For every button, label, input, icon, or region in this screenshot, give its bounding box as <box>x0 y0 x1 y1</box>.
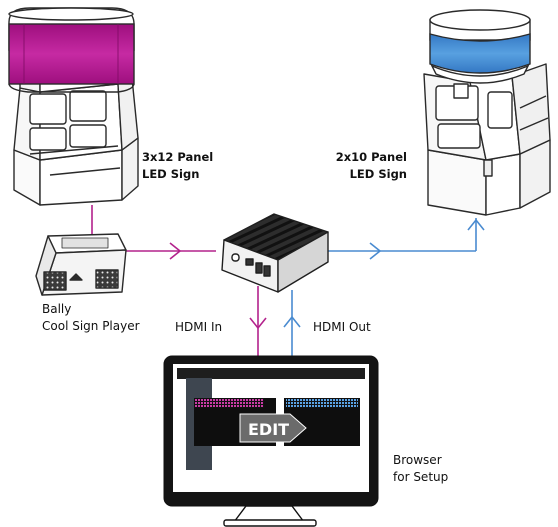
pc-to-sign-arrow <box>369 242 382 260</box>
player-label: Bally Cool Sign Player <box>42 301 140 335</box>
browser-label-line1: Browser <box>393 453 442 467</box>
mini-pc-device <box>221 213 329 293</box>
player-label-line1: Bally <box>42 302 72 316</box>
left-sign-label-line1: 3x12 Panel <box>142 150 214 164</box>
player-label-line2: Cool Sign Player <box>42 319 140 333</box>
edit-label: EDIT <box>248 420 289 439</box>
hdmi-in-label: HDMI In <box>175 320 223 334</box>
hdmi-in-arrow <box>249 317 267 330</box>
browser-label: Browser for Setup <box>393 452 448 486</box>
browser-label-line2: for Setup <box>393 470 449 484</box>
hdmi-out-arrow <box>283 315 301 328</box>
player-to-pc-arrow <box>169 242 182 260</box>
right-slot-machine <box>423 63 551 216</box>
hdmi-out-label: HDMI Out <box>313 320 371 334</box>
left-led-sign <box>8 7 135 93</box>
left-sign-label: 3x12 Panel LED Sign <box>142 149 213 183</box>
right-sign-label-line2: LED Sign <box>349 167 407 181</box>
edit-badge: EDIT <box>239 413 307 443</box>
left-sign-label-line2: LED Sign <box>142 167 200 181</box>
right-sign-label-line1: 2x10 Panel <box>335 150 407 164</box>
pc-to-sign-up-arrow <box>467 218 485 231</box>
right-sign-label: 2x10 Panel LED Sign <box>336 149 407 183</box>
cool-sign-player-device <box>35 233 127 296</box>
right-led-sign <box>429 9 531 84</box>
